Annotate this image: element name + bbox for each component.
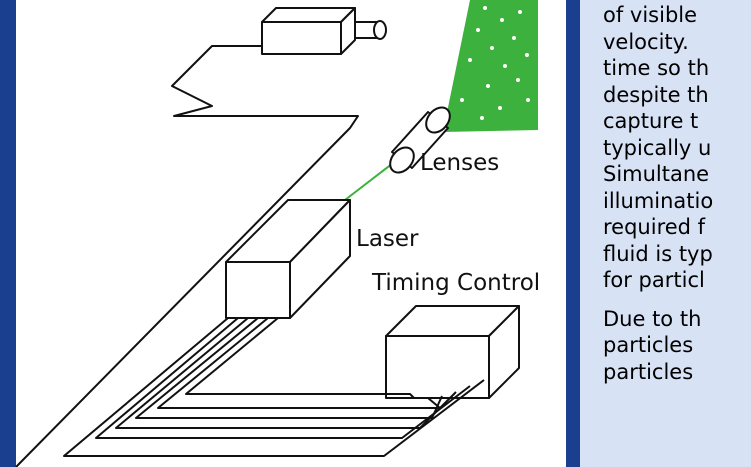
lenses-label: Lenses (420, 150, 499, 176)
paragraph-gap (603, 294, 751, 306)
text-line: fluid is typ (603, 241, 713, 266)
camera (261, 7, 387, 55)
timing-control-label: Timing Control (371, 270, 540, 296)
text-panel (580, 0, 751, 467)
lenses-optic (389, 106, 451, 174)
text-line: capture t (603, 109, 699, 133)
text-line: despite th (603, 82, 709, 107)
text-line: time so th (603, 56, 710, 80)
text-line: Due to th (603, 306, 702, 331)
text-line: Simultane (603, 162, 710, 186)
text-line: typically u (603, 135, 712, 160)
text-line: particles (603, 359, 694, 384)
left-frame-border (0, 0, 16, 467)
laser-sheet (443, 0, 538, 132)
text-line: particles (603, 333, 694, 357)
timing-control-box (385, 305, 520, 399)
side-text: of visible velocity. time so th despite … (603, 2, 751, 385)
control-cables (63, 317, 485, 457)
text-line: velocity. (603, 29, 689, 54)
panel-divider (566, 0, 580, 467)
laser-box (225, 199, 351, 319)
laser-label: Laser (356, 226, 419, 252)
piv-setup-diagram: Lenses Laser Timing Control (15, 0, 540, 467)
text-line: of visible (603, 3, 698, 27)
text-line: for particl (603, 268, 705, 292)
camera-cable (15, 45, 359, 467)
text-line: illuminatio (603, 188, 714, 213)
seed-particles (460, 6, 530, 120)
text-line: required f (603, 215, 706, 239)
